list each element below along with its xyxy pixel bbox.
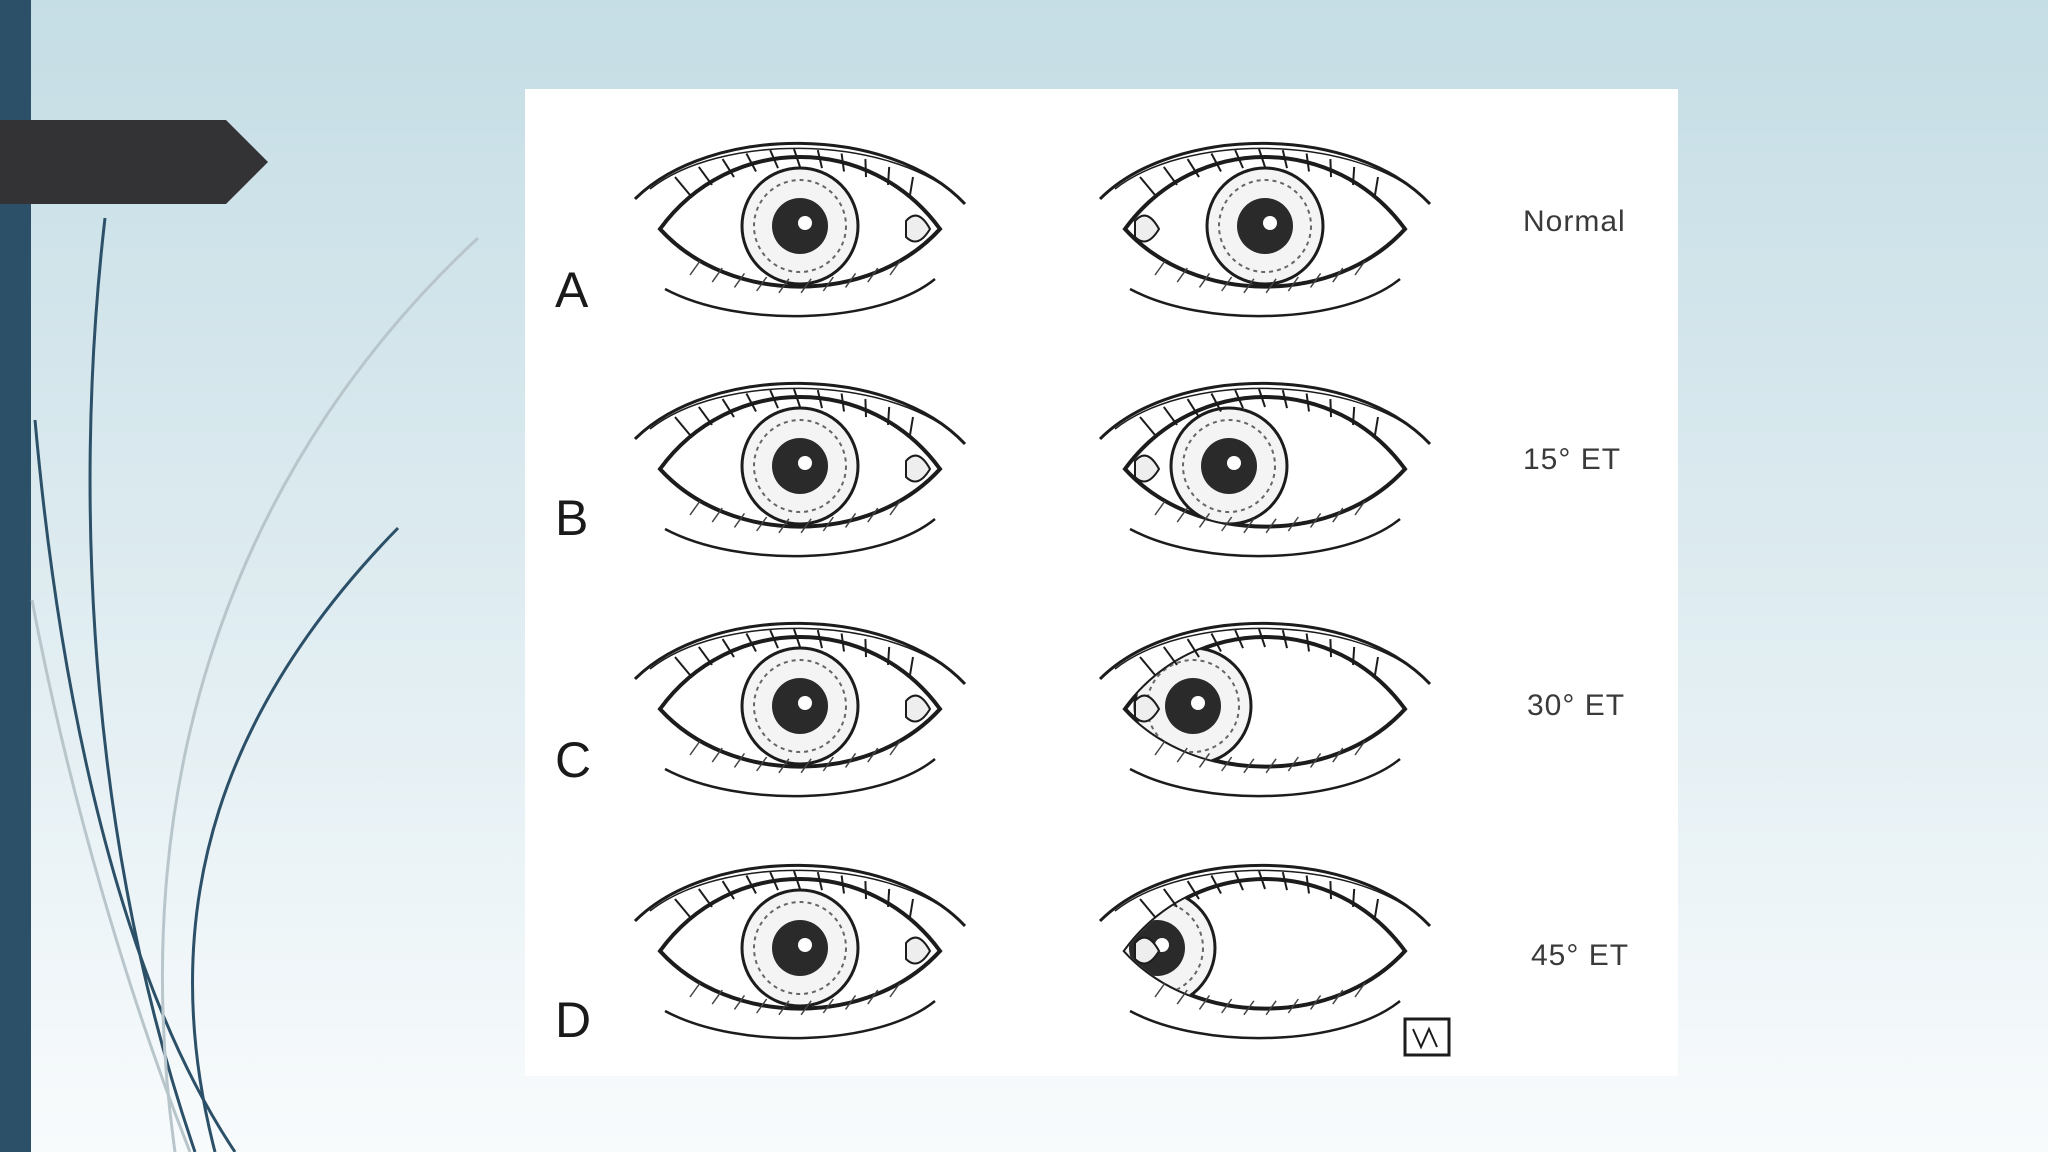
row-letter-a: A (555, 262, 589, 318)
title-tag-shape (0, 120, 268, 204)
strabismus-figure: A B C D Normal 15° ET 30° ET 45° ET (525, 89, 1678, 1076)
label-45-et: 45° ET (1531, 939, 1630, 972)
row-letter-c: C (555, 732, 592, 788)
illustrator-stamp (1403, 1017, 1451, 1057)
label-30-et: 30° ET (1527, 689, 1626, 722)
decorative-swooshes (30, 217, 480, 1152)
right-eye-row-c (633, 621, 967, 798)
label-15-et: 15° ET (1523, 443, 1622, 476)
left-eye-row-a (1098, 141, 1432, 318)
row-letter-d: D (555, 992, 592, 1048)
row-letter-b: B (555, 490, 589, 546)
right-eye-row-a (633, 141, 967, 318)
right-eye-row-d (633, 863, 967, 1040)
left-eye-row-c (1098, 621, 1432, 798)
eye-drawings (633, 141, 1451, 1057)
label-normal: Normal (1523, 205, 1626, 238)
right-eye-row-b (633, 381, 967, 558)
left-eye-row-d (1098, 863, 1432, 1040)
left-eye-row-b (1098, 381, 1432, 558)
